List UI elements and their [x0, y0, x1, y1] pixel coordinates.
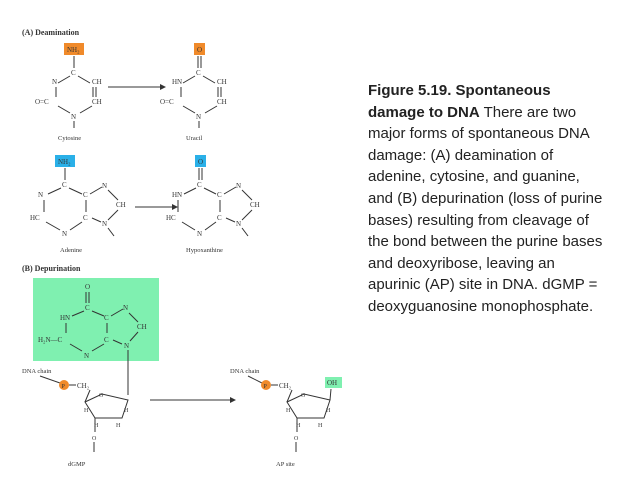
- ap-site-label: AP site: [276, 461, 295, 468]
- guanine-highlight-box: [33, 278, 159, 361]
- hypoxanthine-label: Hypoxanthine: [186, 247, 223, 254]
- cytosine-nh2: NH₂: [67, 46, 80, 54]
- section-a-label: (A) Deamination: [22, 28, 80, 37]
- hypoxanthine-c6: C: [197, 181, 202, 189]
- o-highlight-hypoxanthine: [195, 155, 206, 167]
- adenine-c5: C: [83, 191, 88, 199]
- h-d-right: H: [318, 423, 323, 429]
- hypoxanthine-o: O: [198, 158, 203, 166]
- hypoxanthine-n7: N: [236, 182, 241, 190]
- nh2-highlight-adenine: [55, 155, 75, 167]
- uracil-c4: C: [196, 69, 201, 77]
- hypoxanthine-n9: N: [236, 220, 241, 228]
- deoxyribose-ring-right: [286, 393, 331, 419]
- phosphate-p-right: P: [264, 384, 268, 390]
- caption-body: There are two major forms of spontaneous…: [368, 103, 603, 315]
- ap-site-structure: DNA chain P CH₂ O OH H H H H O AP site: [230, 368, 342, 468]
- adenine-n9: N: [102, 220, 107, 228]
- uracil-ch6: CH: [217, 98, 227, 106]
- adenine-label: Adenine: [60, 247, 82, 254]
- guanine-n7: N: [123, 304, 128, 312]
- guanine-structure: O C HN C H₂N—C C N N CH N: [38, 283, 147, 360]
- section-b-label: (B) Depurination: [22, 264, 81, 273]
- phosphate-circle-right: [261, 380, 271, 390]
- h-a-left: H: [84, 408, 89, 414]
- cytosine-structure: NH₂ C N CH O=C CH N Cytosine: [35, 43, 102, 142]
- cytosine-n3: N: [52, 78, 57, 86]
- adenine-n7: N: [102, 182, 107, 190]
- adenine-n1: N: [38, 191, 43, 199]
- figure-caption: Figure 5.19. Spontaneous damage to DNA T…: [368, 80, 608, 318]
- ch2-right: CH₂: [279, 382, 292, 390]
- deoxyribose-ring-left: [84, 393, 129, 419]
- arrowhead-3: [230, 397, 236, 403]
- cytosine-c4: C: [71, 69, 76, 77]
- h-d-left: H: [116, 423, 121, 429]
- hypoxanthine-c4: C: [217, 214, 222, 222]
- adenine-c4: C: [83, 214, 88, 222]
- adenine-c6: C: [62, 181, 67, 189]
- hypoxanthine-hc2: HC: [166, 214, 176, 222]
- guanine-c6: C: [85, 304, 90, 312]
- guanine-n3: N: [84, 352, 89, 360]
- guanine-hn1: HN: [60, 314, 70, 322]
- uracil-hn3: HN: [172, 78, 182, 86]
- phosphate-circle-left: [59, 380, 69, 390]
- cytosine-o2: O=C: [35, 98, 49, 106]
- uracil-structure: O C HN CH O=C CH N Uracil: [160, 43, 227, 142]
- arrowhead-1: [160, 84, 166, 90]
- adenine-nh2: NH₂: [58, 158, 71, 166]
- guanine-c5: C: [104, 314, 109, 322]
- h-a-right: H: [286, 408, 291, 414]
- adenine-hc2: HC: [30, 214, 40, 222]
- adenine-ch8: CH: [116, 201, 126, 209]
- hypoxanthine-hn1: HN: [172, 191, 182, 199]
- hypoxanthine-c5: C: [217, 191, 222, 199]
- cytosine-ch6: CH: [92, 98, 102, 106]
- guanine-n9: N: [124, 342, 129, 350]
- uracil-label: Uracil: [186, 135, 202, 142]
- hypoxanthine-ch8: CH: [250, 201, 260, 209]
- ap-oh: OH: [327, 379, 337, 387]
- dgmp-label: dGMP: [68, 461, 86, 468]
- uracil-o2: O=C: [160, 98, 174, 106]
- oh-highlight: [325, 377, 342, 388]
- adenine-n3: N: [62, 230, 67, 238]
- ring-o-left: O: [99, 393, 104, 399]
- uracil-n1: N: [196, 113, 201, 121]
- dna-chain-right-label: DNA chain: [230, 368, 260, 375]
- cytosine-n1: N: [71, 113, 76, 121]
- dna-chain-left-label: DNA chain: [22, 368, 52, 375]
- guanine-o: O: [85, 283, 90, 291]
- caption-title: Figure 5.19. Spontaneous damage to DNA: [368, 82, 551, 121]
- cytosine-label: Cytosine: [58, 135, 81, 142]
- uracil-o: O: [197, 46, 202, 54]
- guanine-c4: C: [104, 336, 109, 344]
- hypoxanthine-structure: O C HN C HC C N N CH N Hypoxanthine: [166, 155, 260, 254]
- ch2-left: CH₂: [77, 382, 90, 390]
- guanine-h2n-c2: H₂N—C: [38, 336, 63, 344]
- hypoxanthine-n3: N: [197, 230, 202, 238]
- ring-o-right: O: [301, 393, 306, 399]
- adenine-structure: NH₂ C N C HC C N N CH N Adenine: [30, 155, 126, 254]
- arrowhead-2: [172, 204, 178, 210]
- guanine-ch8: CH: [137, 323, 147, 331]
- h-b-right: H: [326, 408, 331, 414]
- o3-left: O: [92, 436, 97, 442]
- nh2-highlight-cytosine: [64, 43, 84, 55]
- h-c-right: H: [296, 423, 301, 429]
- cytosine-ch5: CH: [92, 78, 102, 86]
- dgmp-structure: DNA chain P CH₂ O H H H H O dGMP: [22, 368, 129, 468]
- o3-right: O: [294, 436, 299, 442]
- o-highlight-uracil: [194, 43, 205, 55]
- phosphate-p-left: P: [62, 384, 66, 390]
- uracil-ch5: CH: [217, 78, 227, 86]
- h-b-left: H: [124, 408, 129, 414]
- h-c-left: H: [94, 423, 99, 429]
